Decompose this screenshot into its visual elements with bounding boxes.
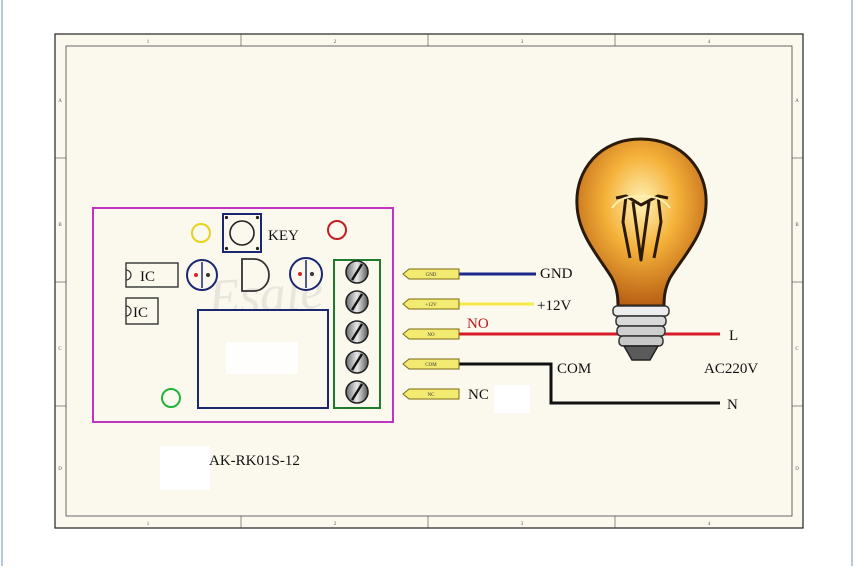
label-com: COM xyxy=(557,361,591,377)
pin-tag-plus12v: +12V xyxy=(402,298,460,310)
led-red-icon xyxy=(327,220,347,240)
pin-tag-text: GND xyxy=(426,273,437,278)
wire-com xyxy=(459,362,720,405)
ic-label-2: IC xyxy=(133,305,148,321)
regulator-icon xyxy=(241,258,270,292)
pin-tag-no: NO xyxy=(402,328,460,340)
grid-row-c-right: C xyxy=(795,347,799,352)
capacitor-2-icon xyxy=(289,257,323,291)
relay-label-area xyxy=(226,342,298,374)
grid-col-4-top: 4 xyxy=(708,40,711,45)
label-gnd: GND xyxy=(540,266,573,282)
pin-tags: GND +12V NO COM NC xyxy=(402,268,460,400)
grid-row-d-right: D xyxy=(795,467,799,472)
light-bulb-icon xyxy=(575,137,708,361)
ic-chip-1-icon xyxy=(125,262,179,288)
pin-tag-nc: NC xyxy=(402,388,460,400)
pin-tag-text: +12V xyxy=(425,303,437,308)
label-no: NO xyxy=(467,316,489,332)
label-line-l: L xyxy=(729,328,738,344)
led-yellow-icon xyxy=(191,223,211,243)
grid-col-2-bottom: 2 xyxy=(334,522,337,527)
grid-col-3-top: 3 xyxy=(521,40,524,45)
grid-row-a-left: A xyxy=(58,99,62,104)
key-label: KEY xyxy=(268,228,299,244)
board-model-label: AK-RK01S-12 xyxy=(209,453,300,469)
terminal-screws xyxy=(345,260,369,404)
terminal-screw-icon xyxy=(345,320,369,344)
pin-tag-text: COM xyxy=(425,363,437,368)
sheet-grid-marks: 1 2 3 4 1 2 3 4 A B C D A B C D xyxy=(55,34,803,528)
grid-row-d-left: D xyxy=(58,467,62,472)
grid-row-a-right: A xyxy=(795,99,799,104)
pin-tag-gnd: GND xyxy=(402,268,460,280)
relay-board-outline xyxy=(92,207,394,423)
grid-col-3-bottom: 3 xyxy=(521,522,524,527)
label-12v: +12V xyxy=(537,298,571,314)
capacitor-1-icon xyxy=(186,259,218,291)
terminal-screw-icon xyxy=(345,380,369,404)
model-label-bg xyxy=(160,446,210,490)
pin-tag-text: NO xyxy=(427,333,435,338)
terminal-screw-icon xyxy=(345,290,369,314)
ic-chip-2-icon xyxy=(125,297,159,325)
grid-row-b-right: B xyxy=(795,223,799,228)
label-neutral-n: N xyxy=(727,397,738,413)
label-nc: NC xyxy=(468,387,489,403)
pin-tag-com: COM xyxy=(402,358,460,370)
grid-col-2-top: 2 xyxy=(334,40,337,45)
key-button-icon xyxy=(222,213,262,253)
terminal-screw-icon xyxy=(345,350,369,374)
grid-col-4-bottom: 4 xyxy=(708,522,711,527)
label-ac220v: AC220V xyxy=(704,361,758,377)
terminal-screw-icon xyxy=(345,260,369,284)
led-green-icon xyxy=(161,388,181,408)
wires xyxy=(459,272,720,405)
grid-row-b-left: B xyxy=(58,223,62,228)
ic-label-1: IC xyxy=(140,269,155,285)
grid-col-1-top: 1 xyxy=(147,40,150,45)
nc-label-mask xyxy=(494,385,530,413)
grid-col-1-bottom: 1 xyxy=(147,522,150,527)
pin-tag-text: NC xyxy=(428,393,436,398)
grid-row-c-left: C xyxy=(58,347,62,352)
sheet-inner-frame xyxy=(65,45,793,517)
